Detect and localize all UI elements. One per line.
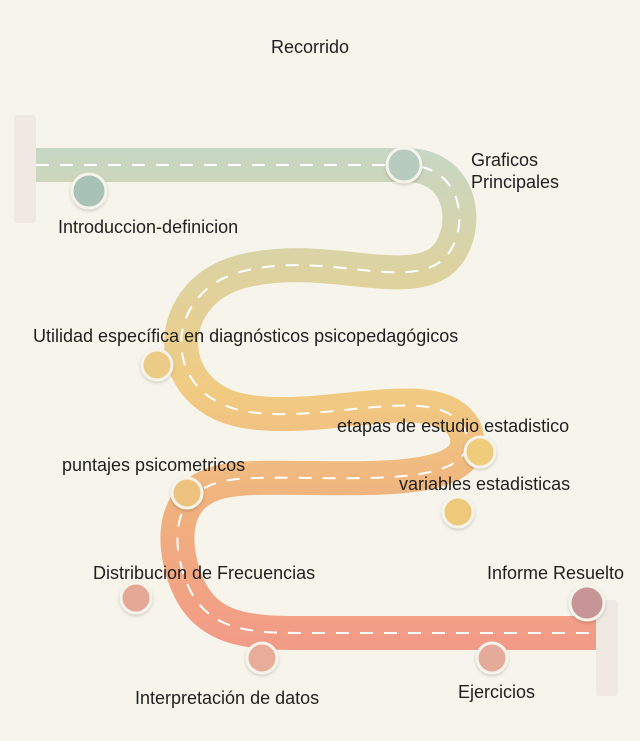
stop-label-2: Graficos Principales: [471, 150, 560, 192]
stop-marker-2: [385, 146, 423, 184]
stop-marker-4: [463, 435, 497, 469]
stop-marker-5: [441, 495, 475, 529]
stop-label-8: Interpretación de datos: [135, 688, 320, 708]
stop-label-1: Introduccion-definicion: [58, 217, 239, 237]
start-post: [14, 115, 36, 223]
stop-label-6: puntajes psicometricos: [62, 455, 246, 475]
end-post: [596, 600, 618, 696]
stop-marker-9: [475, 641, 509, 675]
stop-label-3: Utilidad específica en diagnósticos psic…: [33, 326, 459, 346]
stop-marker-8: [245, 641, 279, 675]
stop-label-4: etapas de estudio estadistico: [337, 416, 570, 436]
stop-label-5: variables estadisticas: [399, 474, 571, 494]
stop-label-7: Distribucion de Frecuencias: [93, 563, 316, 583]
diagram-title: Recorrido: [271, 37, 350, 57]
road-center-line: [36, 164, 596, 634]
stop-label-9: Ejercicios: [458, 682, 536, 702]
stop-marker-7: [119, 581, 153, 615]
stop-marker-1: [70, 172, 108, 210]
stop-marker-10: [568, 584, 606, 622]
stop-label-10: Informe Resuelto: [487, 563, 625, 583]
stop-marker-6: [170, 476, 204, 510]
stop-marker-3: [140, 348, 174, 382]
